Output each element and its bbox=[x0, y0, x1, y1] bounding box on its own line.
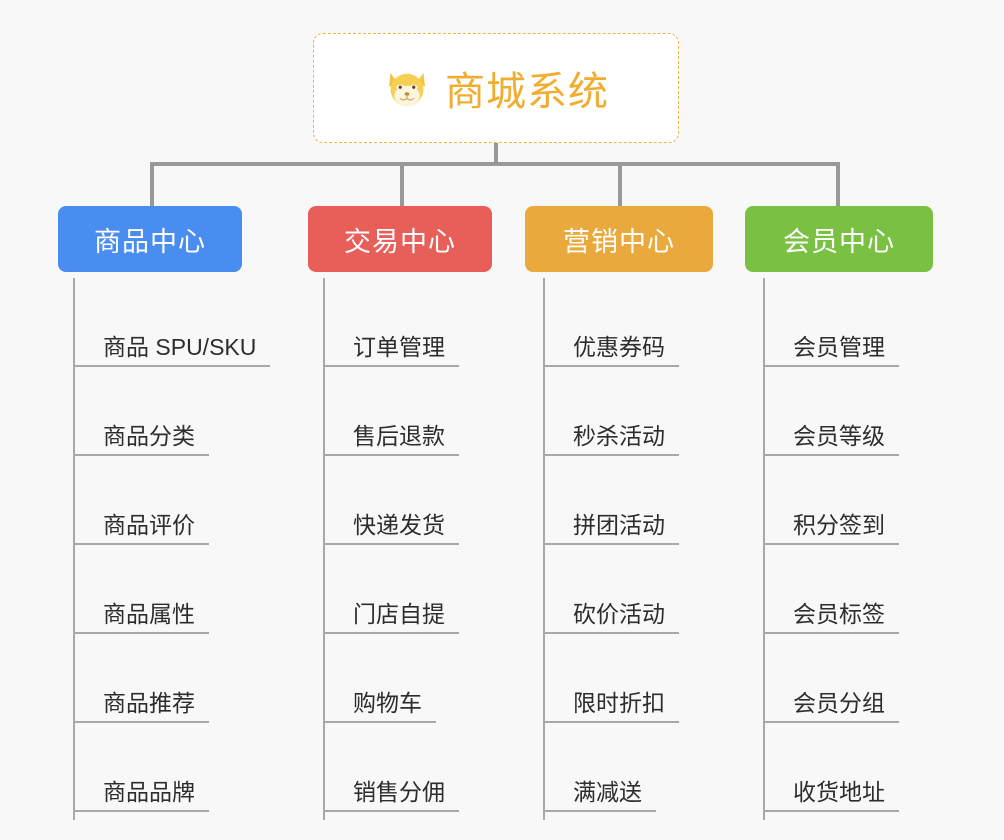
connector-drop-3 bbox=[836, 162, 840, 206]
category-node-0[interactable]: 商品中心 bbox=[58, 206, 242, 272]
category-node-3[interactable]: 会员中心 bbox=[745, 206, 933, 272]
leaf-item[interactable]: 会员标签 bbox=[763, 545, 899, 634]
leaf-item[interactable]: 会员分组 bbox=[763, 634, 899, 723]
leaf-item-label: 优惠券码 bbox=[573, 333, 665, 360]
root-title: 商城系统 bbox=[445, 70, 609, 114]
leaf-item-label: 会员管理 bbox=[793, 333, 885, 360]
category-label-0: 商品中心 bbox=[94, 226, 206, 257]
leaf-item[interactable]: 门店自提 bbox=[323, 545, 459, 634]
leaf-item[interactable]: 订单管理 bbox=[323, 278, 459, 367]
shiba-dog-icon bbox=[383, 64, 431, 112]
leaf-rail-3 bbox=[763, 278, 765, 820]
leaf-item-label: 商品品牌 bbox=[103, 778, 195, 805]
leaf-item[interactable]: 售后退款 bbox=[323, 367, 459, 456]
connector-drop-1 bbox=[400, 162, 404, 206]
leaf-item[interactable]: 商品属性 bbox=[73, 545, 209, 634]
leaf-item[interactable]: 砍价活动 bbox=[543, 545, 679, 634]
leaf-item[interactable]: 购物车 bbox=[323, 634, 436, 723]
leaf-item-underline bbox=[73, 632, 209, 634]
leaf-item-underline bbox=[323, 543, 459, 545]
leaf-item[interactable]: 销售分佣 bbox=[323, 723, 459, 812]
category-label-3: 会员中心 bbox=[783, 226, 895, 257]
leaf-item[interactable]: 商品评价 bbox=[73, 456, 209, 545]
leaf-item-label: 商品 SPU/SKU bbox=[103, 333, 257, 360]
leaf-item-label: 商品推荐 bbox=[103, 689, 195, 716]
leaf-item-label: 订单管理 bbox=[353, 333, 445, 360]
leaf-item-label: 快递发货 bbox=[353, 511, 445, 538]
leaf-item-label: 门店自提 bbox=[353, 600, 445, 627]
leaf-item-label: 销售分佣 bbox=[353, 778, 445, 805]
connector-root-stem bbox=[494, 143, 498, 165]
leaf-item-underline bbox=[763, 721, 899, 723]
leaf-item[interactable]: 收货地址 bbox=[763, 723, 899, 812]
category-node-1[interactable]: 交易中心 bbox=[308, 206, 492, 272]
category-label-2: 营销中心 bbox=[563, 226, 675, 257]
category-node-2[interactable]: 营销中心 bbox=[525, 206, 713, 272]
leaf-item-label: 积分签到 bbox=[793, 511, 885, 538]
leaf-item-underline bbox=[73, 365, 271, 367]
connector-drop-0 bbox=[150, 162, 154, 206]
leaf-item-label: 砍价活动 bbox=[573, 600, 665, 627]
leaf-item-underline bbox=[543, 810, 656, 812]
leaf-item[interactable]: 商品 SPU/SKU bbox=[73, 278, 271, 367]
leaf-item-underline bbox=[763, 543, 899, 545]
leaf-item-underline bbox=[73, 810, 209, 812]
leaf-rail-1 bbox=[323, 278, 325, 820]
leaf-item-label: 商品评价 bbox=[103, 511, 195, 538]
leaf-item-underline bbox=[323, 365, 459, 367]
leaf-item-label: 购物车 bbox=[353, 689, 422, 716]
leaf-item[interactable]: 限时折扣 bbox=[543, 634, 679, 723]
leaf-item[interactable]: 会员等级 bbox=[763, 367, 899, 456]
leaf-item-underline bbox=[73, 454, 209, 456]
leaf-item-label: 售后退款 bbox=[353, 422, 445, 449]
leaf-item-underline bbox=[543, 454, 679, 456]
leaf-item-label: 满减送 bbox=[573, 778, 642, 805]
leaf-item[interactable]: 秒杀活动 bbox=[543, 367, 679, 456]
leaf-item-label: 收货地址 bbox=[793, 778, 885, 805]
leaf-item-label: 会员分组 bbox=[793, 689, 885, 716]
root-node-shop-system[interactable]: 商城系统 bbox=[313, 33, 679, 143]
leaf-item-underline bbox=[543, 721, 679, 723]
leaf-item-underline bbox=[763, 810, 899, 812]
leaf-item-label: 商品属性 bbox=[103, 600, 195, 627]
leaf-item[interactable]: 商品品牌 bbox=[73, 723, 209, 812]
leaf-item-underline bbox=[73, 543, 209, 545]
leaf-item[interactable]: 快递发货 bbox=[323, 456, 459, 545]
leaf-item[interactable]: 商品分类 bbox=[73, 367, 209, 456]
leaf-item[interactable]: 会员管理 bbox=[763, 278, 899, 367]
leaf-item-underline bbox=[323, 632, 459, 634]
leaf-item-underline bbox=[543, 365, 679, 367]
leaf-item-label: 会员标签 bbox=[793, 600, 885, 627]
leaf-item-underline bbox=[763, 365, 899, 367]
leaf-item[interactable]: 优惠券码 bbox=[543, 278, 679, 367]
leaf-item-label: 商品分类 bbox=[103, 422, 195, 449]
leaf-item-underline bbox=[323, 454, 459, 456]
connector-bus-bar bbox=[150, 162, 838, 166]
leaf-rail-0 bbox=[73, 278, 75, 820]
connector-drop-2 bbox=[618, 162, 622, 206]
leaf-rail-2 bbox=[543, 278, 545, 820]
leaf-item-underline bbox=[543, 632, 679, 634]
leaf-item-label: 秒杀活动 bbox=[573, 422, 665, 449]
leaf-item-underline bbox=[73, 721, 209, 723]
leaf-item-underline bbox=[543, 543, 679, 545]
leaf-item[interactable]: 满减送 bbox=[543, 723, 656, 812]
leaf-item-underline bbox=[763, 454, 899, 456]
leaf-item-underline bbox=[323, 810, 459, 812]
leaf-item-underline bbox=[763, 632, 899, 634]
leaf-item-label: 拼团活动 bbox=[573, 511, 665, 538]
leaf-item-label: 限时折扣 bbox=[573, 689, 665, 716]
leaf-item-label: 会员等级 bbox=[793, 422, 885, 449]
leaf-item-underline bbox=[323, 721, 436, 723]
leaf-item[interactable]: 积分签到 bbox=[763, 456, 899, 545]
leaf-item[interactable]: 拼团活动 bbox=[543, 456, 679, 545]
category-label-1: 交易中心 bbox=[344, 226, 456, 257]
leaf-item[interactable]: 商品推荐 bbox=[73, 634, 209, 723]
